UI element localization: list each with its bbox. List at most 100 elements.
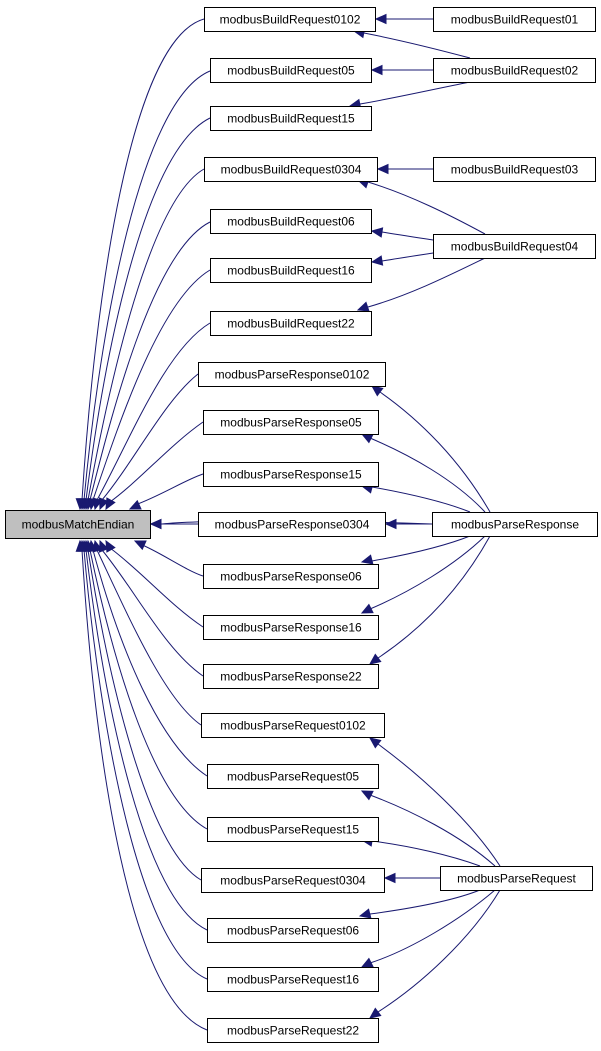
node-box[interactable] [207, 1018, 379, 1043]
node-label: modbusBuildRequest05 [227, 64, 355, 78]
node-box[interactable] [210, 311, 372, 336]
node-box[interactable] [203, 564, 379, 589]
node-pres16[interactable]: modbusParseResponse16 [203, 615, 379, 640]
node-box[interactable] [198, 362, 386, 387]
edge-preq-to-preq06 [358, 889, 481, 919]
node-pres0304[interactable]: modbusParseResponse0304 [198, 512, 386, 537]
node-box[interactable] [207, 918, 379, 943]
edge-br02-to-br05 [370, 64, 433, 76]
edge-pres-to-pres15 [360, 483, 471, 513]
node-box[interactable] [440, 866, 593, 891]
node-label: modbusParseResponse16 [220, 621, 362, 635]
edge-br06-to-root [83, 221, 211, 511]
node-pres15[interactable]: modbusParseResponse15 [203, 462, 379, 487]
node-pres05[interactable]: modbusParseResponse05 [203, 410, 379, 435]
edge-br04-to-br22 [356, 257, 486, 312]
node-label: modbusParseResponse06 [220, 570, 362, 584]
edge-line [83, 549, 208, 980]
node-box[interactable] [433, 58, 596, 83]
edge-pres05-to-root [105, 421, 204, 511]
edge-line [367, 181, 486, 235]
node-label: modbusBuildRequest0304 [221, 163, 362, 177]
node-box[interactable] [210, 58, 372, 83]
edge-line [367, 257, 486, 308]
node-br03[interactable]: modbusBuildRequest03 [433, 157, 596, 182]
node-pres[interactable]: modbusParseResponse [432, 512, 598, 537]
edge-arrowhead [356, 301, 370, 312]
node-box[interactable] [203, 664, 379, 689]
node-preq22[interactable]: modbusParseRequest22 [207, 1018, 379, 1043]
node-box[interactable] [210, 106, 372, 131]
edge-line [359, 81, 471, 105]
node-br22[interactable]: modbusBuildRequest22 [210, 311, 372, 336]
node-label: modbusParseRequest [457, 872, 576, 886]
node-pres0102[interactable]: modbusParseResponse0102 [198, 362, 386, 387]
edge-line [371, 535, 471, 562]
node-box[interactable] [203, 615, 379, 640]
node-label: modbusBuildRequest15 [227, 112, 355, 126]
node-pres06[interactable]: modbusParseResponse06 [203, 564, 379, 589]
node-br01[interactable]: modbusBuildRequest01 [433, 7, 596, 32]
node-root[interactable]: modbusMatchEndian [5, 510, 151, 539]
node-preq06[interactable]: modbusParseRequest06 [207, 918, 379, 943]
node-label: modbusBuildRequest0102 [220, 13, 361, 27]
node-box[interactable] [204, 7, 376, 32]
node-br0102[interactable]: modbusBuildRequest0102 [204, 7, 376, 32]
node-br0304[interactable]: modbusBuildRequest0304 [204, 157, 378, 182]
edge-arrowhead [369, 737, 382, 749]
edge-line [377, 535, 491, 659]
edge-preq-to-preq0102 [369, 737, 501, 867]
edge-line [92, 269, 211, 501]
node-label: modbusParseResponse0304 [215, 518, 370, 532]
node-box[interactable] [433, 234, 596, 259]
edge-pres-to-pres16 [360, 535, 486, 614]
node-label: modbusBuildRequest22 [227, 317, 355, 331]
node-label: modbusBuildRequest01 [451, 13, 579, 27]
edge-pres-to-pres0304 [384, 518, 432, 530]
edge-line [363, 32, 471, 59]
node-br05[interactable]: modbusBuildRequest05 [210, 58, 372, 83]
edge-line [369, 889, 481, 915]
node-box[interactable] [203, 410, 379, 435]
node-preq16[interactable]: modbusParseRequest16 [207, 967, 379, 992]
node-box[interactable] [204, 157, 378, 182]
node-box[interactable] [207, 817, 379, 842]
node-label: modbusParseRequest05 [227, 770, 359, 784]
node-label: modbusParseResponse15 [220, 468, 362, 482]
node-label: modbusParseRequest16 [227, 973, 359, 987]
node-br15[interactable]: modbusBuildRequest15 [210, 106, 372, 131]
node-preq0102[interactable]: modbusParseRequest0102 [201, 713, 385, 738]
node-br02[interactable]: modbusBuildRequest02 [433, 58, 596, 83]
node-br04[interactable]: modbusBuildRequest04 [433, 234, 596, 259]
node-preq[interactable]: modbusParseRequest [440, 866, 593, 891]
node-box[interactable] [201, 713, 385, 738]
node-pres22[interactable]: modbusParseResponse22 [203, 664, 379, 689]
edge-arrowhead [360, 957, 374, 968]
node-preq05[interactable]: modbusParseRequest05 [207, 764, 379, 789]
node-box[interactable] [201, 868, 385, 893]
node-box[interactable] [210, 258, 372, 283]
edge-br22-to-root [92, 322, 211, 511]
node-box[interactable] [207, 967, 379, 992]
edge-arrowhead [105, 539, 116, 553]
node-box[interactable] [433, 7, 596, 32]
node-box[interactable] [5, 510, 151, 539]
node-box[interactable] [198, 512, 386, 537]
edge-line [83, 70, 211, 501]
node-preq0304[interactable]: modbusParseRequest0304 [201, 868, 385, 893]
edge-arrowhead [376, 163, 389, 175]
edge-line [377, 889, 501, 1013]
node-preq15[interactable]: modbusParseRequest15 [207, 817, 379, 842]
node-box[interactable] [203, 462, 379, 487]
node-box[interactable] [433, 157, 596, 182]
edge-pres15-to-root [128, 473, 204, 510]
node-br16[interactable]: modbusBuildRequest16 [210, 258, 372, 283]
edge-line [101, 373, 199, 501]
edge-pres-to-pres0102 [371, 385, 491, 513]
node-br06[interactable]: modbusBuildRequest06 [210, 209, 372, 234]
node-box[interactable] [432, 512, 598, 537]
node-box[interactable] [207, 764, 379, 789]
edge-line [369, 437, 486, 513]
node-box[interactable] [210, 209, 372, 234]
